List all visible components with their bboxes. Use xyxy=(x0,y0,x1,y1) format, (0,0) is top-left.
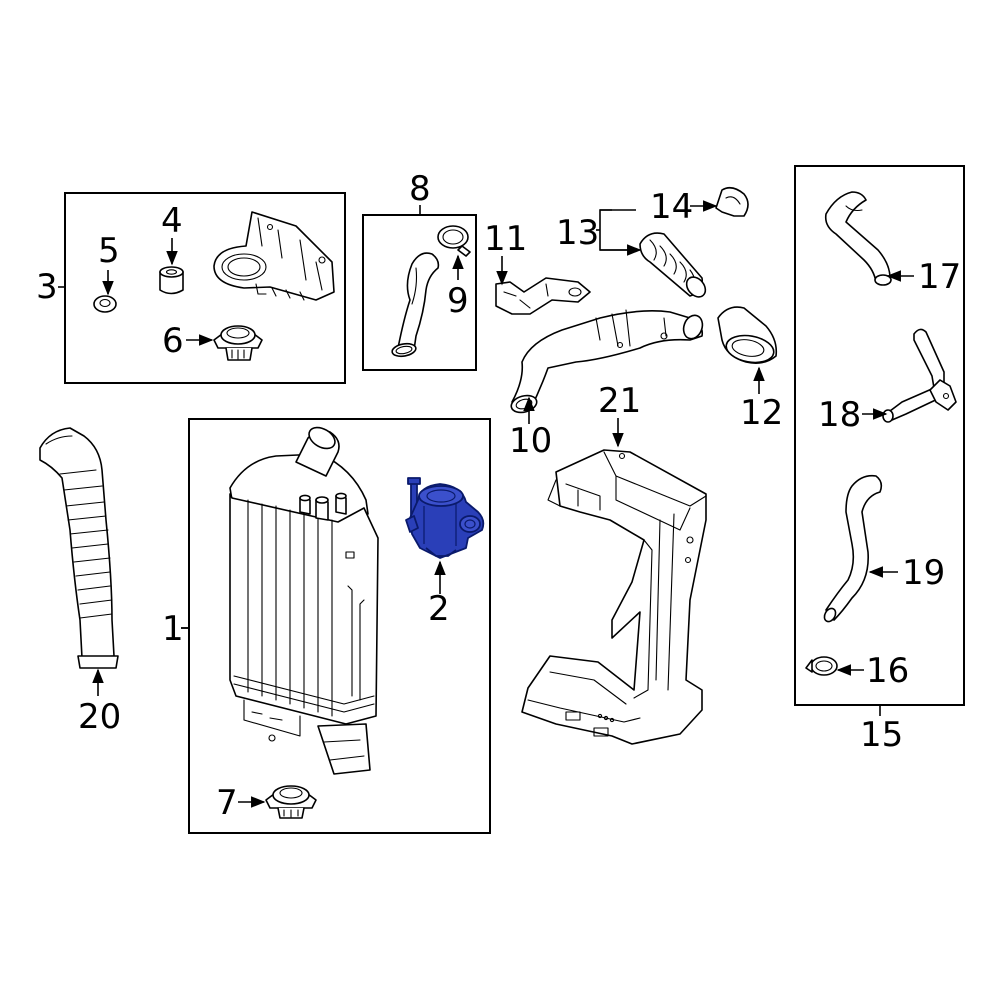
callout-7: 7 xyxy=(216,783,238,823)
part-1-intercooler[interactable] xyxy=(229,423,379,775)
group-box-1 xyxy=(188,418,491,834)
part-9-clamp[interactable] xyxy=(437,225,471,257)
part-3-mount-bracket[interactable] xyxy=(213,211,335,301)
callout-2: 2 xyxy=(428,589,450,629)
part-18-pipe[interactable] xyxy=(882,328,957,423)
callout-10: 10 xyxy=(509,421,552,461)
part-19-hose[interactable] xyxy=(822,474,883,624)
part-6-cap[interactable] xyxy=(213,325,263,361)
callout-21: 21 xyxy=(598,381,641,421)
callout-16: 16 xyxy=(866,651,909,691)
callout-6: 6 xyxy=(162,321,184,361)
callout-17: 17 xyxy=(918,257,961,297)
callout-13: 13 xyxy=(556,213,599,253)
callout-11: 11 xyxy=(484,219,527,259)
part-12-elbow[interactable] xyxy=(717,306,778,366)
part-4-grommet[interactable] xyxy=(159,266,184,295)
leader-13-bracket xyxy=(599,209,638,251)
callout-15: 15 xyxy=(860,715,903,755)
group-box-15 xyxy=(794,165,965,706)
callout-5: 5 xyxy=(98,231,120,271)
callout-4: 4 xyxy=(161,201,183,241)
callout-20: 20 xyxy=(78,697,121,737)
part-21-air-guide[interactable] xyxy=(521,449,707,745)
callout-14: 14 xyxy=(650,187,693,227)
group-box-3 xyxy=(64,192,346,384)
part-7-cap[interactable] xyxy=(265,785,317,819)
part-14-clip[interactable] xyxy=(715,186,749,217)
callout-9: 9 xyxy=(447,281,469,321)
callout-19: 19 xyxy=(902,553,945,593)
callout-12: 12 xyxy=(740,393,783,433)
part-5-washer[interactable] xyxy=(93,295,117,313)
callout-3: 3 xyxy=(36,267,58,307)
callout-18: 18 xyxy=(818,395,861,435)
part-8-intake-duct[interactable] xyxy=(391,252,440,358)
part-20-hose[interactable] xyxy=(39,427,119,669)
part-13-boot[interactable] xyxy=(639,232,709,300)
part-16-clamp[interactable] xyxy=(805,656,838,676)
callout-8: 8 xyxy=(409,169,431,209)
part-17-hose[interactable] xyxy=(824,191,892,286)
callout-1: 1 xyxy=(162,609,184,649)
part-2-bypass-valve[interactable] xyxy=(405,477,485,559)
part-11-bracket[interactable] xyxy=(495,277,591,315)
